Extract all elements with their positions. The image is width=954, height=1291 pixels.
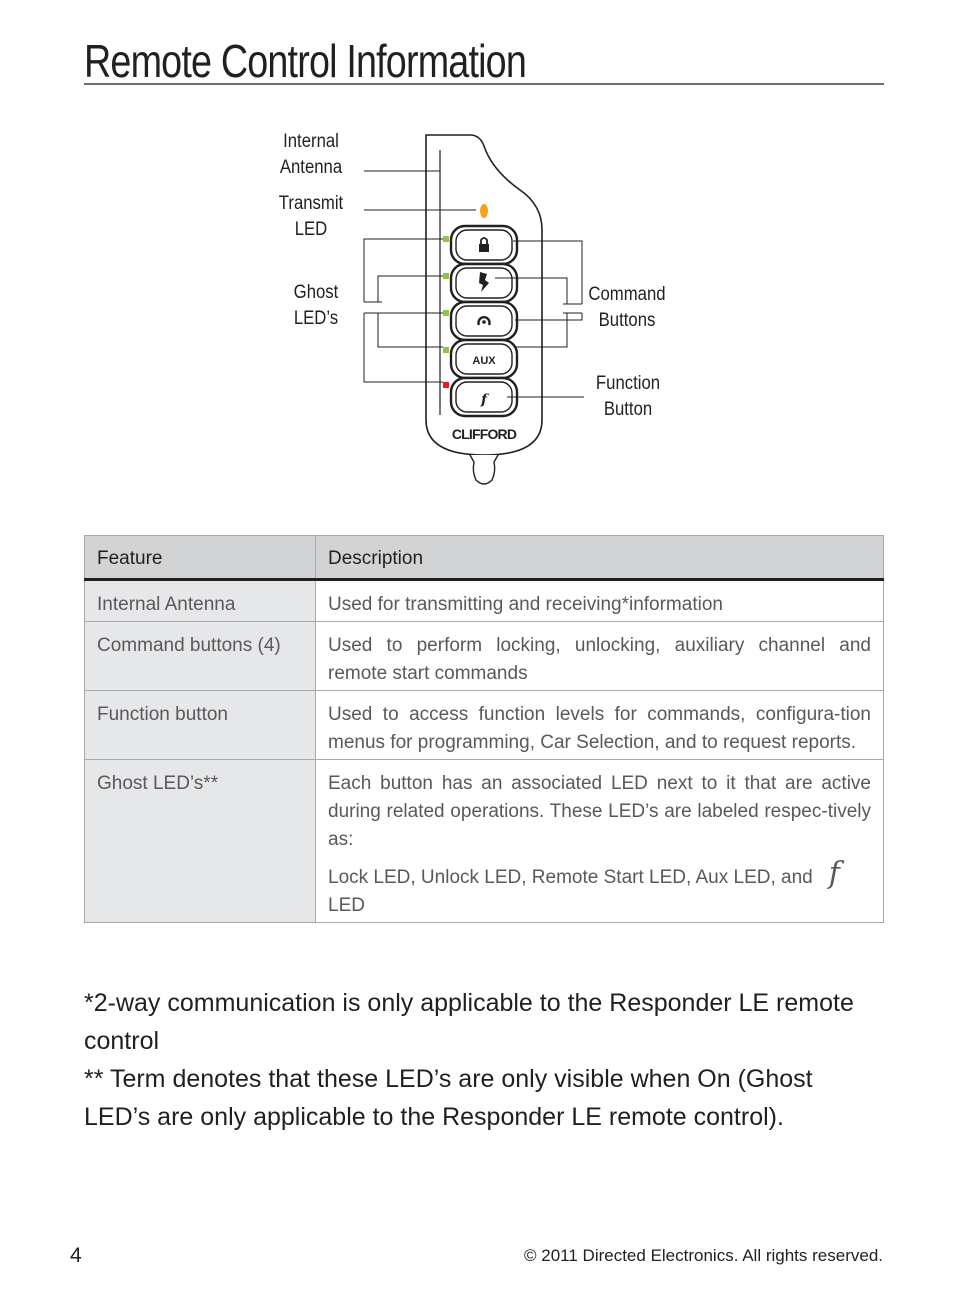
header-description: Description xyxy=(315,535,884,581)
remote-start-icon xyxy=(477,316,491,326)
label-function-button: Function Button xyxy=(589,371,666,423)
key-ring xyxy=(469,454,499,485)
footnotes: *2-way communication is only applicable … xyxy=(84,984,884,1136)
function-button[interactable]: f xyxy=(449,376,519,418)
page-number: 4 xyxy=(70,1244,82,1267)
footnote-1: *2-way communication is only applicable … xyxy=(84,989,854,1055)
feature-cell: Function button xyxy=(84,690,316,760)
label-ghost-leds: Ghost LED’s xyxy=(278,280,354,332)
header-feature: Feature xyxy=(84,535,316,581)
label-command-buttons-line1: Command xyxy=(588,284,666,305)
label-ghost-leds-line1: Ghost xyxy=(293,282,339,303)
label-transmit-led-line2: LED xyxy=(294,219,328,240)
label-command-buttons-line2: Buttons xyxy=(598,310,656,331)
led-list-tail: LED xyxy=(328,895,365,916)
feature-table: Feature Description Internal Antenna Use… xyxy=(84,535,884,923)
clifford-logo: CLIFFORD xyxy=(452,426,517,442)
label-function-button-line1: Function xyxy=(595,373,661,394)
function-glyph: f xyxy=(828,856,840,891)
label-transmit-led-line1: Transmit xyxy=(278,193,344,214)
label-ghost-leds-line2: LED’s xyxy=(293,308,339,329)
feature-cell: Internal Antenna xyxy=(84,579,316,622)
label-command-buttons: Command Buttons xyxy=(587,282,666,334)
ghost-led-function xyxy=(443,382,449,388)
feature-cell: Command buttons (4) xyxy=(84,621,316,691)
description-paragraph: Each button has an associated LED next t… xyxy=(328,773,871,850)
label-transmit-led: Transmit LED xyxy=(273,191,349,243)
label-internal-antenna-line2: Antenna xyxy=(279,157,343,178)
transmit-led xyxy=(480,204,488,218)
ghost-led-lock xyxy=(443,236,449,242)
description-cell: Used to perform locking, unlocking, auxi… xyxy=(315,621,884,691)
table-row: Internal Antenna Used for transmitting a… xyxy=(84,579,884,622)
page-title: Remote Control Information xyxy=(84,35,527,87)
led-list-text: Lock LED, Unlock LED, Remote Start LED, … xyxy=(328,867,813,888)
table-header-row: Feature Description xyxy=(84,535,884,581)
description-paragraph-2: Lock LED, Unlock LED, Remote Start LED, … xyxy=(328,859,871,920)
description-cell: Used for transmitting and receiving*info… xyxy=(315,579,884,622)
callout-lines xyxy=(363,170,584,398)
function-icon: f xyxy=(480,392,490,408)
table-row: Ghost LED’s** Each button has an associa… xyxy=(84,759,884,923)
table-row: Command buttons (4) Used to perform lock… xyxy=(84,621,884,691)
ghost-led-unlock xyxy=(443,273,449,279)
unlock-button[interactable] xyxy=(449,262,519,304)
remote-start-button[interactable] xyxy=(449,300,519,342)
description-cell: Each button has an associated LED next t… xyxy=(315,759,884,923)
footnote-2: ** Term denotes that these LED’s are onl… xyxy=(84,1065,813,1131)
label-internal-antenna-line1: Internal xyxy=(283,131,339,152)
description-cell: Used to access function levels for comma… xyxy=(315,690,884,760)
lock-icon xyxy=(479,237,489,252)
feature-cell: Ghost LED’s** xyxy=(84,759,316,923)
table-row: Function button Used to access function … xyxy=(84,690,884,760)
label-function-button-line2: Button xyxy=(603,399,653,420)
label-internal-antenna: Internal Antenna xyxy=(273,129,349,181)
lock-button[interactable] xyxy=(449,224,519,266)
remote-control-diagram: AUX f CLIFFORD xyxy=(363,134,584,485)
unlock-icon xyxy=(479,272,489,292)
aux-button[interactable]: AUX xyxy=(449,338,519,380)
ghost-led-aux xyxy=(443,347,449,353)
aux-button-label: AUX xyxy=(472,355,496,367)
ghost-led-remote-start xyxy=(443,310,449,316)
title-rule xyxy=(84,83,884,85)
copyright: © 2011 Directed Electronics. All rights … xyxy=(524,1246,883,1265)
